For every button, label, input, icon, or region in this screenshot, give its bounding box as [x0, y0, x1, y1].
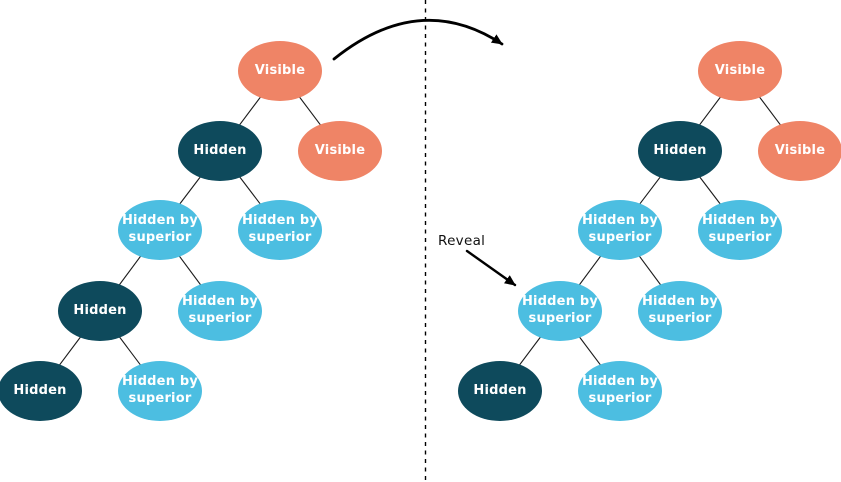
node-label: Hidden by superior: [521, 294, 599, 326]
node-label: Hidden: [13, 382, 67, 398]
node-label: Hidden by superior: [581, 213, 659, 245]
node-label: Hidden by superior: [121, 374, 199, 406]
node-hidden-by-superior: Hidden by superior: [178, 281, 262, 341]
node-hidden-by-superior: Hidden by superior: [698, 200, 782, 260]
node-label: Hidden by superior: [121, 213, 199, 245]
node-hidden-by-superior: Hidden by superior: [638, 281, 722, 341]
reveal-arrow: [465, 249, 517, 287]
node-hidden: Hidden: [178, 121, 262, 181]
node-label: Visible: [314, 142, 366, 158]
node-visible: Visible: [298, 121, 382, 181]
reveal-annotation-label: Reveal: [438, 233, 486, 249]
node-label: Hidden by superior: [701, 213, 779, 245]
node-hidden: Hidden: [638, 121, 722, 181]
node-label: Hidden: [193, 142, 247, 158]
node-hidden-by-superior: Hidden by superior: [578, 200, 662, 260]
node-hidden: Hidden: [58, 281, 142, 341]
node-visible: Visible: [238, 41, 322, 101]
node-label: Hidden by superior: [641, 294, 719, 326]
node-label: Hidden by superior: [181, 294, 259, 326]
node-visible: Visible: [758, 121, 841, 181]
node-hidden-by-superior: Hidden by superior: [118, 200, 202, 260]
node-hidden: Hidden: [0, 361, 82, 421]
node-label: Hidden: [73, 302, 127, 318]
node-label: Visible: [714, 62, 766, 78]
node-label: Hidden by superior: [581, 374, 659, 406]
node-label: Visible: [254, 62, 306, 78]
node-hidden-by-superior: Hidden by superior: [238, 200, 322, 260]
node-label: Hidden: [473, 382, 527, 398]
node-hidden-by-superior: Hidden by superior: [118, 361, 202, 421]
node-hidden-by-superior-revealed: Hidden by superior: [518, 281, 602, 341]
node-hidden: Hidden: [458, 361, 542, 421]
transition-arrow: [332, 18, 504, 61]
node-visible: Visible: [698, 41, 782, 101]
node-label: Visible: [774, 142, 826, 158]
node-label: Hidden: [653, 142, 707, 158]
node-label: Hidden by superior: [241, 213, 319, 245]
node-hidden-by-superior: Hidden by superior: [578, 361, 662, 421]
